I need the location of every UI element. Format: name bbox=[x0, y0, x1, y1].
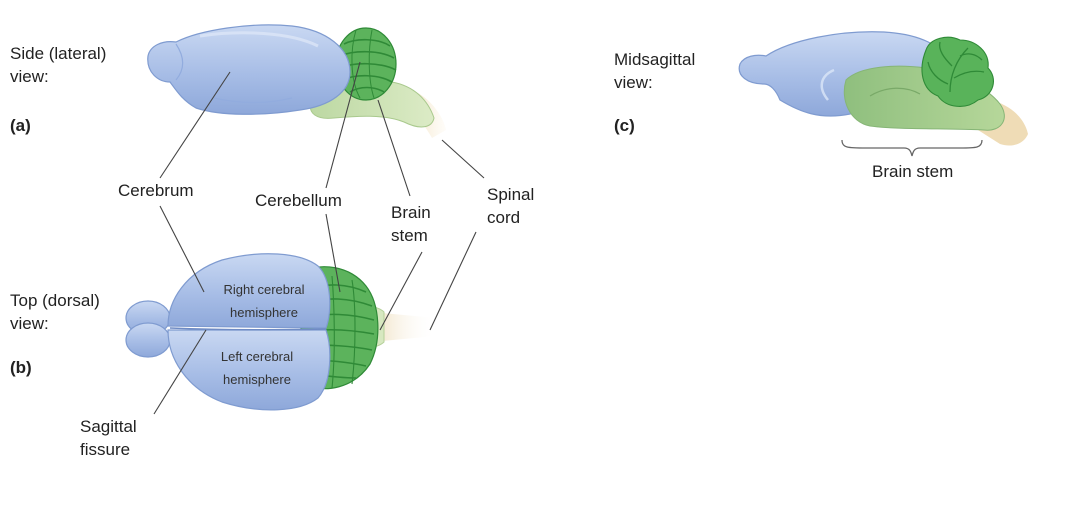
panel-a-label: (a) bbox=[10, 116, 31, 135]
leader-brainstem-top bbox=[379, 251, 423, 331]
leader-brainstem-side bbox=[377, 99, 411, 197]
left-hemisphere-label: Left cerebral hemisphere bbox=[220, 349, 294, 387]
leader-sagittal-fissure bbox=[153, 329, 207, 415]
leader-cerebellum-top bbox=[325, 213, 341, 293]
leader-cerebellum-side bbox=[325, 61, 361, 189]
side-view-brain bbox=[147, 24, 446, 138]
spinal-cord-label: Spinal cord bbox=[487, 185, 535, 227]
side-cerebrum bbox=[147, 24, 351, 115]
brain-stem-brace bbox=[841, 139, 983, 157]
top-sagittal-fissure-line bbox=[169, 327, 327, 331]
leader-cerebrum-top bbox=[159, 205, 205, 293]
top-view-brain bbox=[125, 253, 436, 411]
midsagittal-view-label: Midsagittal view: bbox=[614, 50, 696, 92]
leader-cerebrum-side bbox=[159, 71, 231, 179]
leader-lines bbox=[153, 61, 485, 415]
brain-stem-label: Brain stem bbox=[391, 203, 431, 245]
top-right-hemisphere bbox=[167, 253, 331, 329]
midsagittal-brain-stem-label: Brain stem bbox=[872, 162, 954, 181]
leader-spinalcord-side bbox=[441, 139, 485, 179]
top-spinal-cord bbox=[372, 312, 436, 342]
sagittal-fissure-label: Sagittal fissure bbox=[80, 417, 137, 459]
panel-b-label: (b) bbox=[10, 358, 32, 377]
side-view-label: Side (lateral) view: bbox=[10, 44, 107, 86]
cerebellum-label: Cerebellum bbox=[255, 191, 342, 210]
top-olfactory-bulb-left bbox=[125, 322, 171, 358]
top-view-label: Top (dorsal) view: bbox=[10, 291, 100, 333]
cerebrum-label: Cerebrum bbox=[118, 181, 194, 200]
leader-spinalcord-top bbox=[429, 231, 477, 331]
right-hemisphere-label: Right cerebral hemisphere bbox=[223, 282, 305, 320]
panel-c-label: (c) bbox=[614, 116, 635, 135]
midsagittal-brain bbox=[738, 31, 1028, 157]
mid-cerebellum bbox=[921, 36, 994, 107]
